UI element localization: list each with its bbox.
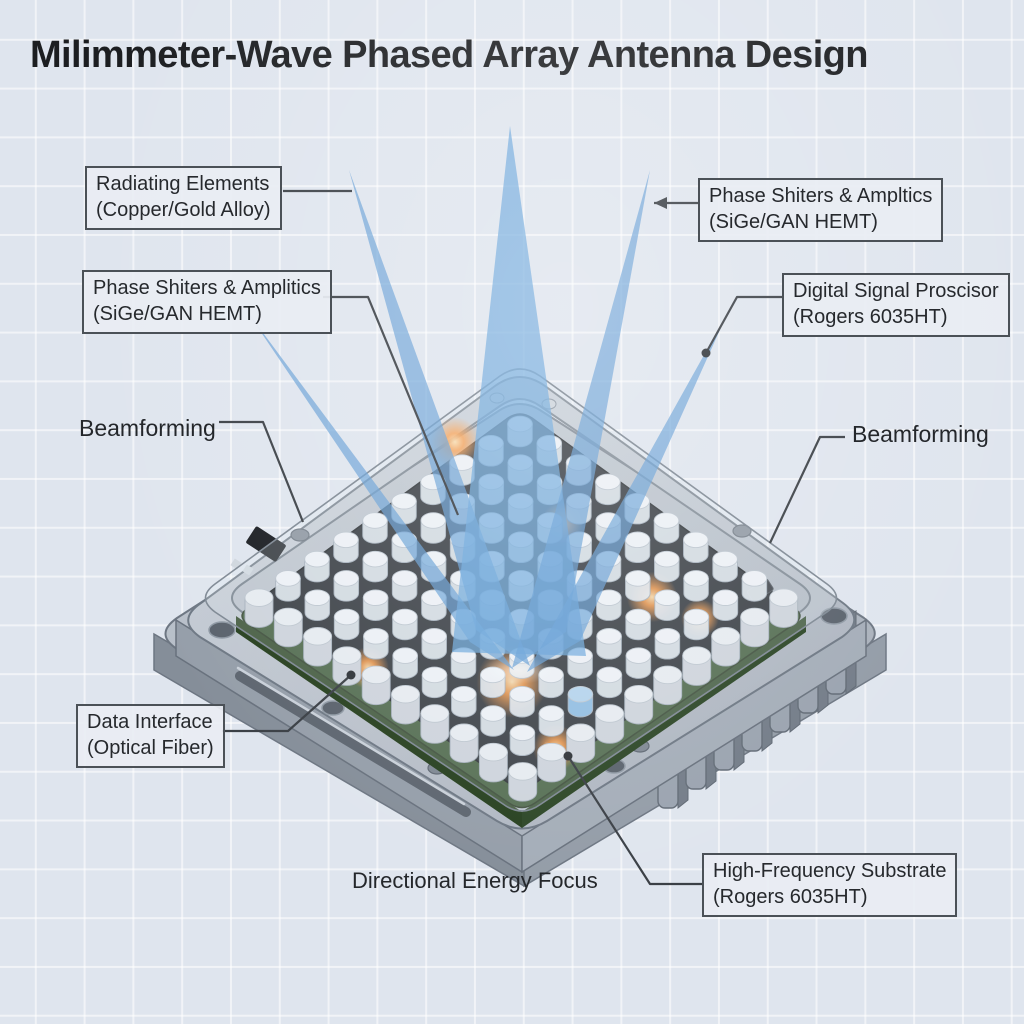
radiating-element: [711, 627, 741, 667]
radiating-element: [449, 723, 479, 764]
callout-line: (Copper/Gold Alloy): [96, 199, 271, 221]
leader-lines: [219, 189, 845, 886]
callout-line: Digital Signal Proscisor: [793, 280, 999, 302]
radiating-element: [683, 608, 710, 641]
radiating-element: [595, 473, 621, 506]
radiating-element: [625, 570, 651, 602]
radiating-element: [595, 704, 625, 744]
callout-line: (Rogers 6035HT): [793, 306, 948, 328]
radiating-element: [567, 685, 594, 718]
leader-beamforming-left: [219, 420, 305, 523]
radiating-element: [508, 762, 538, 802]
data-interface-slot: [235, 671, 471, 817]
radiating-element: [363, 628, 389, 660]
leader-high-frequency-substrate-dot: [563, 751, 573, 761]
radiating-element: [333, 531, 359, 564]
radiating-element: [304, 550, 330, 583]
radiating-element: [420, 704, 450, 744]
radiating-element: [682, 646, 712, 686]
callout-line: Data Interface: [87, 711, 213, 733]
radiating-element: [741, 570, 768, 602]
label-beamforming-right: Beamforming: [852, 421, 989, 447]
radiating-element: [740, 607, 770, 648]
housing-body: [175, 376, 867, 874]
beam-left-outer: [246, 310, 514, 670]
callout-high-frequency-substrate: High-Frequency Substrate (Rogers 6035HT): [702, 853, 958, 917]
label-beamforming-left: Beamforming: [79, 415, 216, 441]
radiating-element: [654, 589, 680, 621]
radiating-element: [275, 570, 301, 602]
radiating-element: [273, 607, 303, 648]
radiating-element: [712, 589, 739, 621]
radiating-element: [537, 742, 567, 783]
callout-line: Phase Shiters & Amplitics: [93, 277, 321, 299]
leader-phase-shifters-left: [323, 295, 460, 516]
radiating-element: [333, 608, 360, 641]
leader-digital-signal-processor-dot: [701, 348, 711, 358]
leader-beamforming-right: [769, 435, 845, 544]
beam-right-outer: [527, 312, 728, 672]
callout-phase-shifters-right: Phase Shiters & Ampltics (SiGe/GAN HEMT): [698, 178, 944, 242]
radiating-element: [391, 684, 420, 725]
callout-line: (SiGe/GAN HEMT): [93, 303, 262, 325]
beam-right-inner: [512, 170, 650, 668]
leader-digital-signal-processor: [705, 295, 782, 354]
radiating-element: [625, 647, 652, 679]
radiating-element: [596, 628, 622, 660]
callout-radiating-elements: Radiating Elements (Copper/Gold Alloy): [85, 166, 282, 230]
radiating-element: [392, 647, 418, 679]
radiating-element: [420, 512, 447, 544]
callout-line: (Optical Fiber): [87, 737, 214, 759]
callout-data-interface: Data Interface (Optical Fiber): [76, 704, 225, 768]
radiating-element: [304, 589, 331, 621]
leader-high-frequency-substrate: [567, 755, 702, 886]
radiating-element: [391, 492, 417, 525]
callout-digital-signal-processor: Digital Signal Proscisor (Rogers 6035HT): [782, 273, 1010, 337]
radiating-element: [478, 742, 508, 783]
radiating-element: [244, 588, 274, 628]
radiating-element: [362, 512, 388, 544]
radiating-element: [712, 550, 738, 583]
radiating-element: [303, 627, 333, 667]
label-directional-energy-focus: Directional Energy Focus: [352, 868, 598, 893]
radiating-element: [480, 705, 506, 737]
radiating-element: [624, 531, 651, 564]
beam-group: [246, 126, 728, 672]
callout-line: (Rogers 6035HT): [713, 886, 868, 908]
callout-line: Phase Shiters & Ampltics: [709, 185, 933, 207]
radiating-element: [421, 628, 447, 660]
radiating-element: [566, 723, 596, 764]
leader-phase-shifters-right-arrowhead: [654, 197, 667, 209]
radiating-element: [361, 665, 391, 706]
callout-line: (SiGe/GAN HEMT): [709, 211, 878, 233]
radiating-element: [654, 628, 681, 660]
callout-phase-shifters-left: Phase Shiters & Amplitics (SiGe/GAN HEMT…: [82, 270, 332, 334]
radiating-element: [653, 512, 680, 544]
radiating-element: [362, 550, 389, 583]
callout-line: Radiating Elements: [96, 173, 270, 195]
radiating-element: [769, 588, 799, 628]
radiating-element: [391, 570, 418, 602]
radiating-element: [653, 665, 683, 706]
radiating-element: [392, 608, 418, 641]
page-title: Milimmeter-Wave Phased Array Antenna Des…: [30, 34, 868, 76]
leader-data-interface: [222, 674, 352, 733]
radiating-element: [596, 666, 623, 699]
callout-line: High-Frequency Substrate: [713, 860, 947, 882]
radiating-element: [421, 666, 448, 699]
radiating-element: [654, 550, 680, 583]
radiating-element: [624, 684, 654, 725]
radiating-element: [451, 685, 477, 718]
radiating-element: [596, 589, 622, 621]
radiating-element: [333, 570, 360, 602]
radiating-element: [625, 608, 651, 641]
radiating-element: [509, 724, 536, 757]
radiating-element: [509, 685, 535, 718]
radiating-element: [362, 589, 389, 621]
radiating-element: [538, 705, 565, 737]
radiating-element: [683, 531, 709, 564]
leader-data-interface-dot: [346, 670, 356, 680]
radiating-element: [683, 570, 709, 602]
